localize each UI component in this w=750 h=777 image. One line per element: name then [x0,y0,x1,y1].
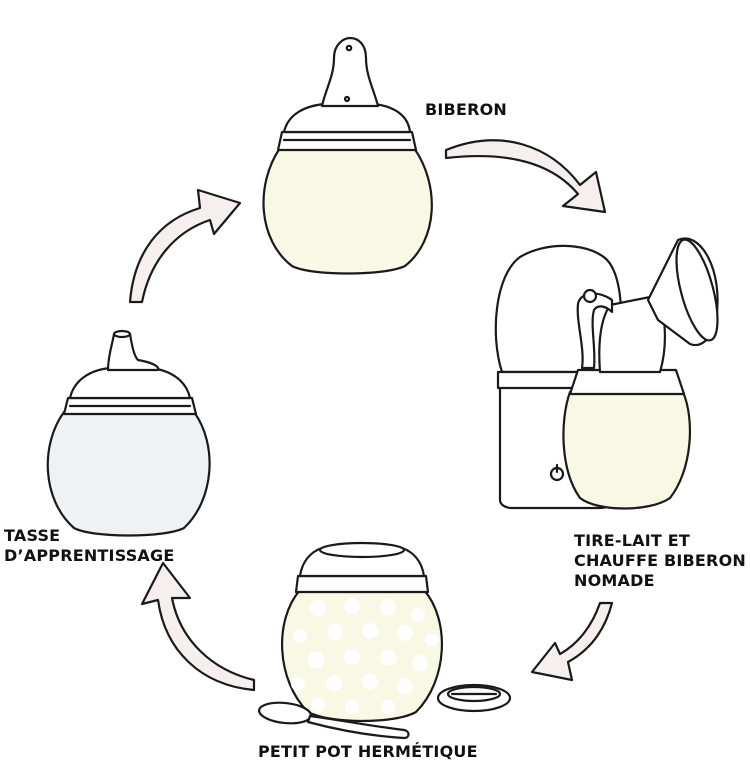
sippy-cup-icon [46,329,211,537]
breast-pump-warmer-icon [494,237,719,510]
spoon-icon [258,701,410,740]
label-tire-lait-line-3: NOMADE [574,571,655,590]
lid-icon [436,683,512,713]
label-petit-pot-text: PETIT POT HERMÉTIQUE [258,742,478,761]
label-biberon: BIBERON [425,100,507,120]
arrow-bottle-to-pump [444,139,607,214]
label-tire-lait: TIRE-LAIT ET CHAUFFE BIBERON NOMADE [574,531,746,591]
label-tire-lait-line-2: CHAUFFE BIBERON [574,551,746,570]
arrow-pump-to-jar [530,601,614,682]
label-biberon-text: BIBERON [425,100,507,119]
label-tasse-line-1: TASSE [4,526,61,545]
label-tasse-line-2: D’APPRENTISSAGE [4,546,175,565]
food-jar-icon [280,541,444,723]
label-tire-lait-line-1: TIRE-LAIT ET [574,531,691,550]
arrow-cup-to-bottle [128,188,242,304]
label-tasse: TASSE D’APPRENTISSAGE [4,526,174,566]
baby-bottle-icon [262,36,433,275]
cycle-arrow-icon [128,139,614,692]
label-petit-pot: PETIT POT HERMÉTIQUE [258,742,478,762]
arrow-jar-to-cup [140,561,256,692]
